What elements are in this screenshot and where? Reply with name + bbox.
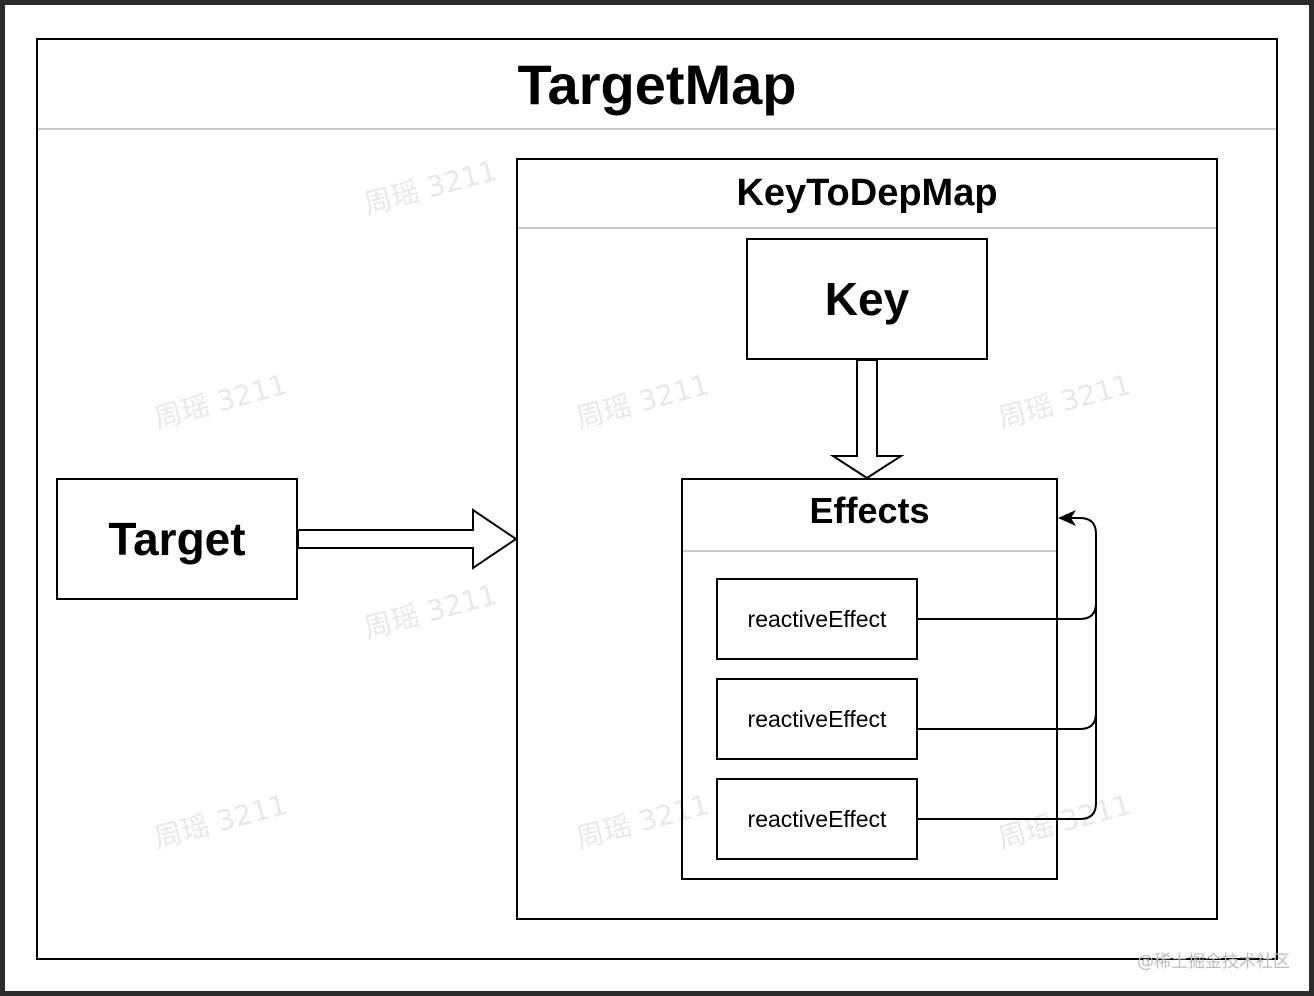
key-to-dep-map-divider [518,227,1216,229]
footer-watermark: @稀土掘金技术社区 [1137,952,1290,972]
reactive-effect-box: reactiveEffect [716,778,918,860]
effects-divider [683,550,1056,552]
target-map-title: TargetMap [517,52,797,116]
target-box: Target [56,478,298,600]
effects-title: Effects [809,490,930,531]
key-to-dep-map-title: KeyToDepMap [736,171,998,214]
reactive-effect-box: reactiveEffect [716,678,918,760]
target-map-container: TargetMap [36,38,1278,960]
target-map-divider [38,128,1276,130]
key-box: Key [746,238,988,360]
reactive-effect-box: reactiveEffect [716,578,918,660]
